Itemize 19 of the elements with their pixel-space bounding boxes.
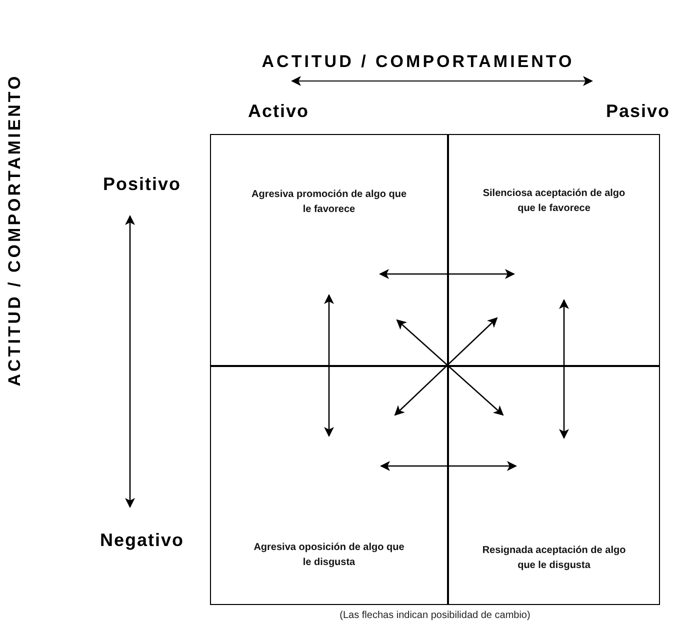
caption: (Las flechas indican posibilidad de cambio) (338, 610, 532, 621)
axis-label: Negativo (100, 530, 184, 551)
change-arrow (380, 461, 517, 471)
quadrant-cell (448, 366, 660, 605)
change-arrow (559, 299, 569, 439)
quadrant-cell (448, 134, 660, 366)
change-arrow (379, 269, 515, 279)
quadrant-text: Agresiva promoción de algo que le favorece (250, 188, 408, 217)
quadrant-text: Agresiva oposición de algo que le disgusta (252, 541, 406, 570)
change-arrow (324, 294, 334, 437)
axis-label: Activo (248, 101, 310, 122)
axis-label: Pasivo (606, 101, 670, 122)
quadrant-text: Silenciosa aceptación de algo que le favorece (482, 187, 626, 216)
quadrant-cell (210, 134, 448, 366)
quadrant-text: Resignada aceptación de algo que le disgusta (481, 544, 627, 573)
title: ACTITUD / COMPORTAMIENTO (260, 52, 576, 72)
quadrant-cell (210, 366, 448, 605)
axis-title: ACTITUD / COMPORTAMIENTO (5, 72, 25, 388)
axis-label: Positivo (103, 174, 182, 195)
